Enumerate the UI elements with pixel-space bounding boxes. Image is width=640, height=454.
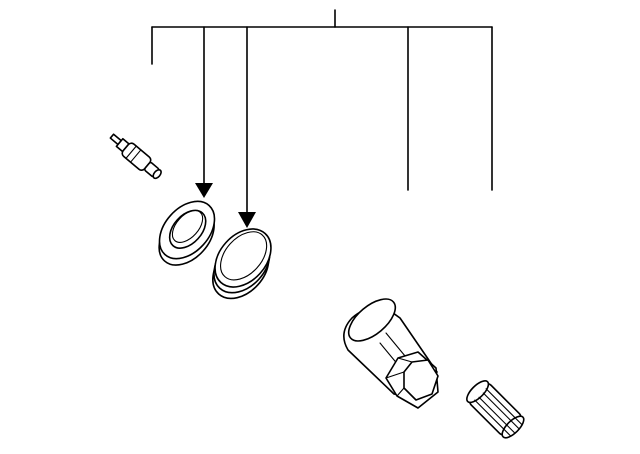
callout-arrow-3: [238, 212, 256, 228]
callout-tree: [151, 9, 493, 228]
grommet-inner-edge: [171, 209, 204, 243]
hex-nut-face: [403, 359, 439, 401]
valve-cap-rib-4: [485, 388, 523, 425]
valve-cap: [466, 380, 525, 439]
tpms-sensor-housing: [343, 298, 439, 409]
seal-washer-front: [214, 228, 272, 288]
grommet-hole: [168, 209, 207, 249]
valve-stem-end: [152, 168, 162, 180]
valve-cap-rib-3: [482, 392, 520, 429]
valve-stem-ring-1: [125, 145, 137, 159]
grommet: [158, 200, 216, 266]
valve-stem-ring-2: [130, 149, 142, 163]
hex-nut-edge-3: [396, 387, 405, 397]
valve-cap-top: [466, 380, 490, 404]
seal-washer: [212, 228, 272, 300]
seal-washer-groove: [220, 231, 268, 281]
callout-arrow-2: [195, 183, 213, 198]
hex-nut-edge-2: [385, 371, 405, 379]
hex-nut-edge-1: [397, 357, 413, 363]
valve-stem: [109, 133, 162, 180]
valve-cap-rib-2: [478, 396, 515, 434]
valve-cap-rib-1: [474, 399, 511, 437]
sensor-body-top: [347, 298, 397, 342]
grommet-front: [158, 200, 216, 260]
